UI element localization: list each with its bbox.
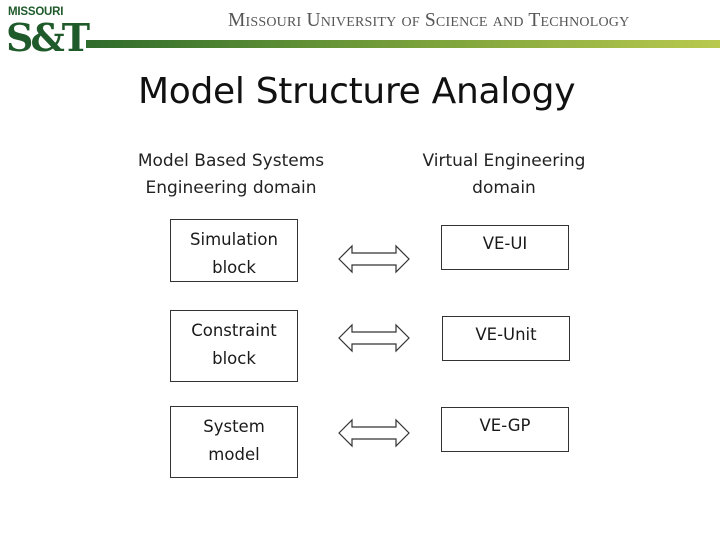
box-label: VE-GP bbox=[479, 416, 531, 435]
left-column-heading: Model Based Systems Engineering domain bbox=[136, 148, 326, 204]
ve-gp-box: VE-GP bbox=[441, 407, 569, 452]
university-name: Missouri University of Science and Techn… bbox=[228, 10, 630, 31]
ve-ui-box: VE-UI bbox=[441, 225, 569, 270]
constraint-block-box: Constraint block bbox=[170, 310, 298, 382]
box-label: VE-UI bbox=[482, 234, 528, 253]
logo-top-text: MISSOURI bbox=[8, 6, 64, 18]
box-label-line-2: block bbox=[212, 349, 256, 368]
logo: MISSOURI S&T bbox=[6, 4, 90, 60]
left-heading-line-1: Model Based Systems bbox=[137, 151, 325, 171]
system-model-box: System model bbox=[170, 406, 298, 478]
right-heading-line-2: domain bbox=[472, 178, 536, 198]
double-arrow-icon bbox=[338, 418, 410, 448]
logo-main-text: S&T bbox=[6, 15, 90, 60]
simulation-block-box: Simulation block bbox=[170, 219, 298, 282]
box-label-line-1: Constraint bbox=[191, 321, 277, 340]
double-arrow-icon bbox=[338, 323, 410, 353]
box-label-line-1: Simulation bbox=[190, 230, 278, 249]
box-label: VE-Unit bbox=[475, 325, 537, 344]
box-label-line-2: block bbox=[212, 258, 256, 277]
double-arrow-icon bbox=[338, 244, 410, 274]
ve-unit-box: VE-Unit bbox=[442, 316, 570, 361]
header-bar bbox=[86, 40, 720, 48]
slide-title: Model Structure Analogy bbox=[138, 71, 576, 112]
right-heading-line-1: Virtual Engineering bbox=[422, 151, 586, 171]
box-label-line-1: System bbox=[203, 417, 265, 436]
box-label-line-2: model bbox=[208, 445, 260, 464]
right-column-heading: Virtual Engineering domain bbox=[418, 148, 590, 204]
left-heading-line-2: Engineering domain bbox=[145, 178, 317, 198]
